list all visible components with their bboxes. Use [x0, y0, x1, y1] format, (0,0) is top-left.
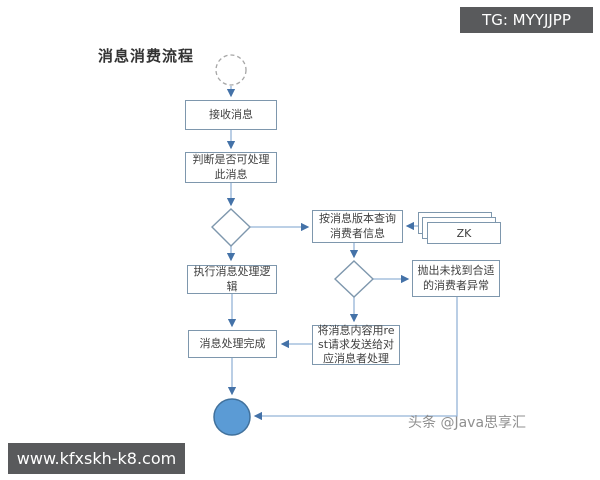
- node-receive-message: 接收消息: [185, 100, 277, 130]
- diagram-title: 消息消费流程: [98, 47, 195, 65]
- connector-throw-to-end: [253, 297, 458, 421]
- decision-diamond-1: [210, 208, 252, 247]
- node-query-consumer: 按消息版本查询消费者信息: [312, 210, 403, 243]
- node-judge-message: 判断是否可处理此消息: [185, 152, 277, 183]
- watermark-text: 头条 @Java思享汇: [408, 415, 527, 431]
- url-badge: www.kfxskh-k8.com: [8, 443, 185, 474]
- start-node-circle: [215, 54, 247, 86]
- node-processing-complete: 消息处理完成: [188, 330, 277, 358]
- tg-badge: TG: MYYJJPP: [460, 7, 593, 33]
- node-throw-exception: 抛出未找到合适的消费者异常: [412, 260, 500, 297]
- zk-stack-front: ZK: [427, 222, 501, 244]
- node-execute-logic: 执行消息处理逻辑: [187, 265, 277, 294]
- end-node-circle: [213, 398, 251, 436]
- decision-diamond-2: [333, 260, 375, 298]
- node-send-rest-request: 将消息内容用rest请求发送给对应消息者处理: [312, 324, 400, 365]
